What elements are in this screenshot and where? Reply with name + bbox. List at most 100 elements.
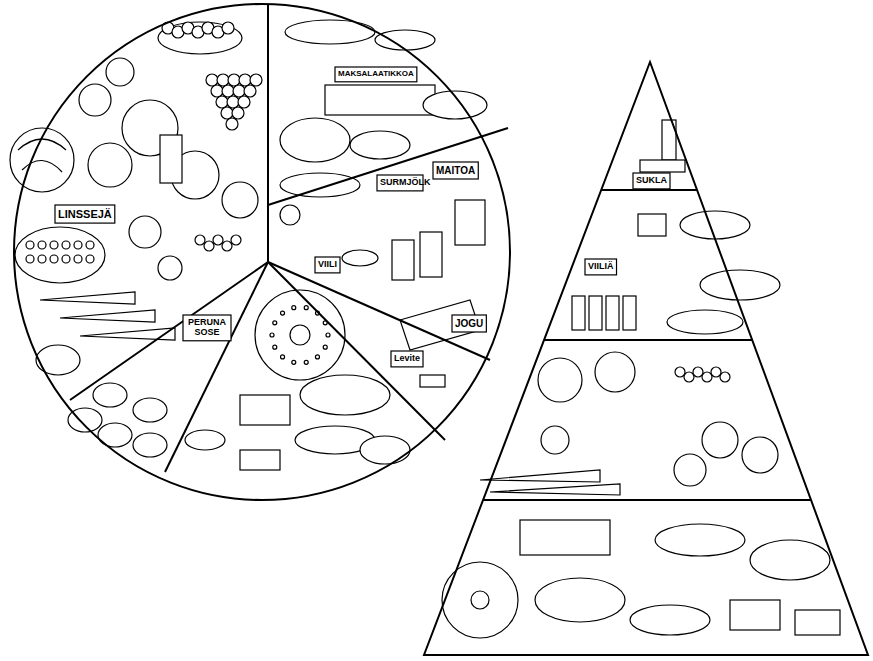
grape xyxy=(221,107,233,119)
food-package xyxy=(377,175,423,191)
currant xyxy=(195,235,205,245)
sector-divider xyxy=(268,262,445,440)
food-package xyxy=(452,315,486,332)
currant xyxy=(204,241,214,251)
package-label: SUKLA xyxy=(636,176,667,186)
sector-divider xyxy=(268,262,490,360)
potato xyxy=(93,383,127,407)
food-package xyxy=(433,162,478,179)
food-package xyxy=(55,205,115,223)
pea xyxy=(74,255,82,263)
outlines xyxy=(14,4,868,655)
pea xyxy=(74,241,82,249)
round-rye-bread xyxy=(442,562,518,638)
grape xyxy=(244,85,256,97)
carrot xyxy=(60,310,155,322)
grape xyxy=(228,74,240,86)
cauliflower xyxy=(595,352,635,392)
apple xyxy=(742,437,778,473)
milk-glass xyxy=(623,296,636,330)
pea xyxy=(62,255,70,263)
tomato xyxy=(541,426,569,454)
bread-hole xyxy=(471,591,489,609)
fish xyxy=(285,20,375,44)
milk-glass xyxy=(420,232,442,277)
package-label: MAITOA xyxy=(436,165,475,176)
casserole-dish xyxy=(325,85,435,115)
grape xyxy=(226,118,238,130)
bread-dot xyxy=(292,306,296,310)
shrimp xyxy=(375,30,435,50)
food-drawings xyxy=(10,20,840,638)
food-package xyxy=(633,173,670,189)
sausage xyxy=(350,131,410,159)
sector-divider xyxy=(70,262,268,400)
pea xyxy=(86,255,94,263)
strawberry xyxy=(684,372,694,382)
bread-dot xyxy=(281,311,285,315)
bread-hole xyxy=(290,325,310,345)
pea xyxy=(50,241,58,249)
carrot xyxy=(80,328,175,340)
cabbage xyxy=(538,358,582,402)
egg xyxy=(280,205,300,225)
cabbage-leaf xyxy=(18,139,66,172)
grape xyxy=(206,74,218,86)
package-label: Levite xyxy=(394,354,420,364)
yogurt-cup xyxy=(638,214,666,236)
milk-glass xyxy=(606,296,619,330)
bread-dot xyxy=(304,306,308,310)
tomato xyxy=(129,216,161,248)
package-label: MAKSALAATIKKOA xyxy=(338,70,414,79)
grape xyxy=(217,74,229,86)
grape xyxy=(238,96,250,108)
apple xyxy=(702,422,738,458)
pea-pile xyxy=(15,227,105,283)
butter-knife xyxy=(420,375,445,387)
grape xyxy=(216,96,228,108)
meat-slice xyxy=(280,173,360,197)
bread-dot xyxy=(304,360,308,364)
grape xyxy=(250,74,262,86)
pasta-dish xyxy=(795,610,840,635)
food-package xyxy=(585,259,617,275)
carrot xyxy=(490,484,620,495)
milk-glass xyxy=(392,240,414,280)
bread-dot xyxy=(273,321,277,325)
food-package xyxy=(391,351,423,367)
crackers xyxy=(240,450,280,470)
bread-loaf xyxy=(300,375,390,415)
package-label: PERUNA SOSE xyxy=(186,318,228,338)
orange xyxy=(674,454,706,486)
strawberry xyxy=(222,22,234,34)
juice-glass xyxy=(160,135,182,183)
sector-divider xyxy=(268,128,508,205)
carrot xyxy=(480,470,600,482)
fruit xyxy=(79,84,111,116)
pyramid-shelf xyxy=(544,339,752,341)
grape xyxy=(232,107,244,119)
pea xyxy=(38,241,46,249)
turnip xyxy=(36,345,80,375)
porridge-bowl xyxy=(630,605,710,635)
onion xyxy=(158,256,182,280)
pea xyxy=(50,255,58,263)
package-label: JOGU xyxy=(455,318,483,329)
pea xyxy=(26,255,34,263)
potato xyxy=(133,433,167,457)
food-package xyxy=(315,257,340,273)
bun xyxy=(360,436,410,464)
round-rye-bread xyxy=(255,290,345,380)
sector-divider xyxy=(165,262,268,472)
strawberry xyxy=(720,372,730,382)
sector-divider xyxy=(267,4,269,262)
grape xyxy=(233,85,245,97)
currant xyxy=(222,241,232,251)
pasta-dish xyxy=(730,600,780,630)
currant xyxy=(213,235,223,245)
plate xyxy=(680,211,750,239)
currant xyxy=(231,235,241,245)
pea xyxy=(26,241,34,249)
